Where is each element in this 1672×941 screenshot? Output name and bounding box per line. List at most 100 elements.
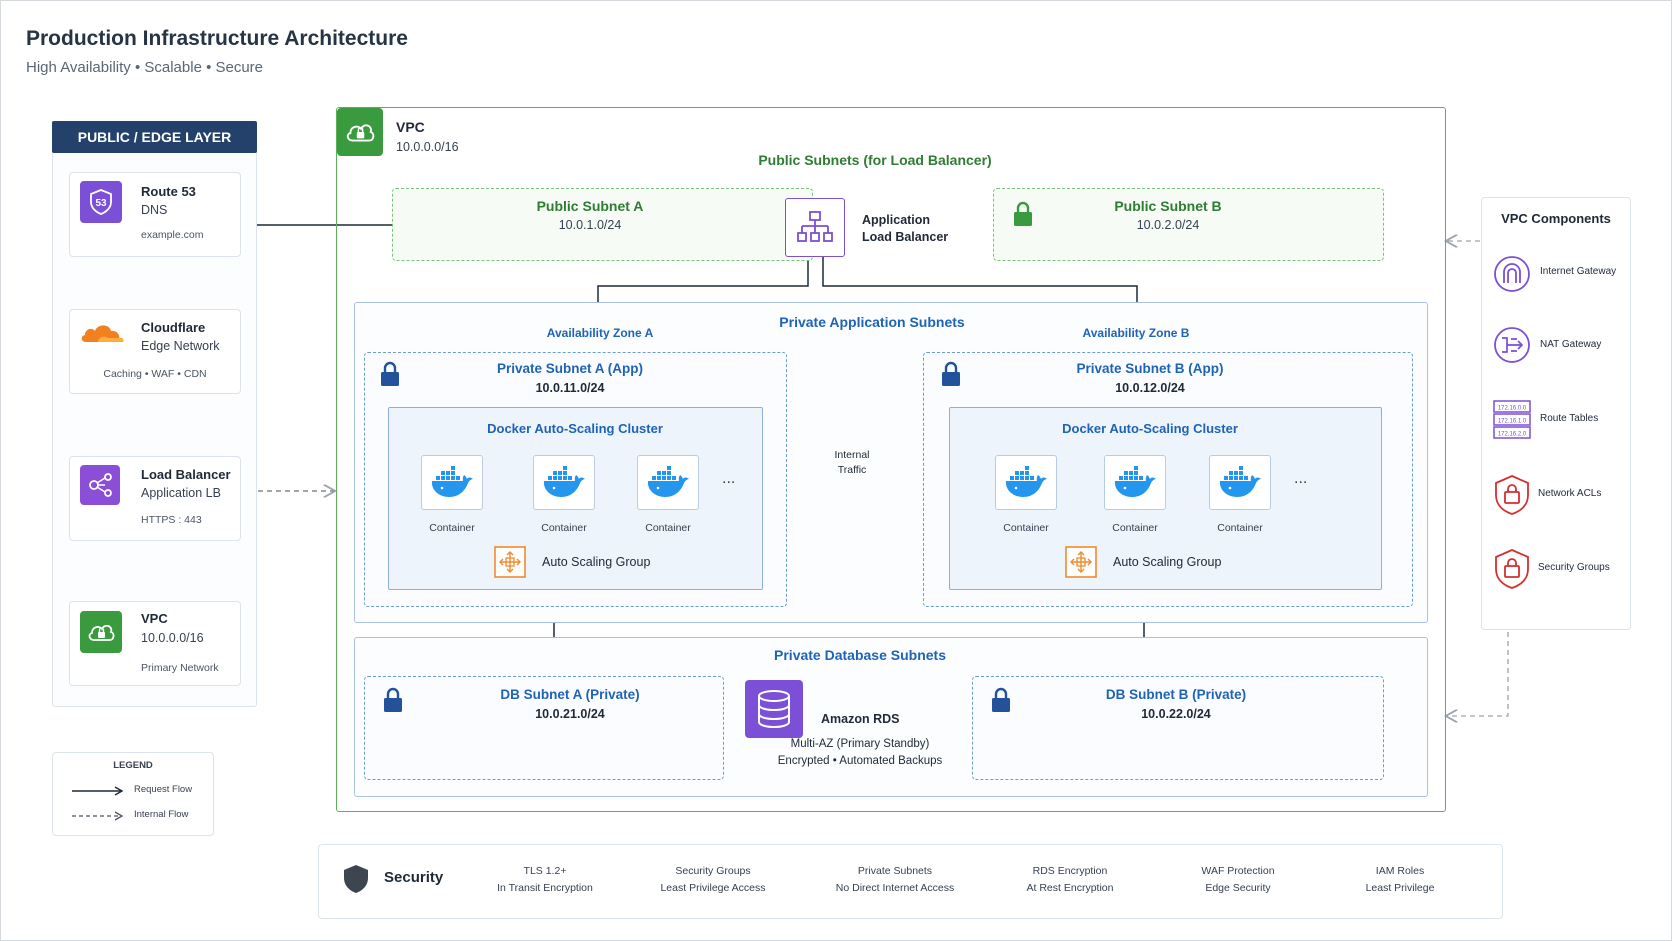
container-b1[interactable] <box>995 455 1057 510</box>
private-subnet-b-cidr: 10.0.12.0/24 <box>1115 381 1185 395</box>
public-subnet-a[interactable] <box>392 188 813 261</box>
security-item-waf-line1: WAF Protection <box>1201 865 1275 877</box>
container-b3[interactable] <box>1209 455 1271 510</box>
public-subnets-title: Public Subnets (for Load Balancer) <box>758 152 992 168</box>
az-a-label: Availability Zone A <box>546 326 654 340</box>
alb-icon[interactable] <box>785 198 845 257</box>
route-table-row-1: 172.16.0.0 <box>1498 406 1527 412</box>
docker-cluster-b-title: Docker Auto-Scaling Cluster <box>1062 421 1238 436</box>
rds-icon[interactable] <box>745 680 803 738</box>
container-a1-label: Container <box>429 522 475 534</box>
security-item-waf-line2: Edge Security <box>1205 882 1271 894</box>
security-title: Security <box>384 869 444 886</box>
page-title: Production Infrastructure Architecture <box>26 27 408 50</box>
docker-whale-icon <box>542 465 586 500</box>
route53-detail: example.com <box>141 229 204 241</box>
vpc-components-title: VPC Components <box>1501 211 1611 226</box>
asg-b-icon <box>1065 546 1097 578</box>
private-subnet-a-lock-icon <box>381 361 399 386</box>
docker-cluster-a-title: Docker Auto-Scaling Cluster <box>487 421 663 436</box>
asg-b-label: Auto Scaling Group <box>1113 555 1222 569</box>
asg-a-icon <box>494 546 526 578</box>
cloudflare-type: Edge Network <box>141 339 220 353</box>
cloudflare-name: Cloudflare <box>141 320 206 335</box>
shield-icon <box>344 865 368 893</box>
security-item-tls-line1: TLS 1.2+ <box>523 865 567 877</box>
alb-label-line1: Application <box>862 213 931 227</box>
route53-icon: 53 <box>80 181 122 223</box>
vpc-header-icon <box>337 108 383 156</box>
container-a2[interactable] <box>533 455 595 510</box>
edge-panel-title: PUBLIC / EDGE LAYER <box>77 129 232 145</box>
db-subnet-b-lock-icon <box>992 687 1010 712</box>
cloudflare-icon <box>78 318 126 348</box>
docker-whale-icon <box>1113 465 1157 500</box>
container-b2-label: Container <box>1112 522 1158 534</box>
db-subnet-b-name: DB Subnet B (Private) <box>1105 687 1247 702</box>
vpc-card-name: VPC <box>141 611 168 626</box>
route-tables-label: Route Tables <box>1540 413 1599 424</box>
vpc-cloud-lock-icon <box>80 611 122 653</box>
security-item-iam-line1: IAM Roles <box>1375 865 1425 877</box>
internet-gateway-label: Internet Gateway <box>1540 266 1617 277</box>
route53-name: Route 53 <box>141 184 196 199</box>
security-item-private-line2: No Direct Internet Access <box>835 882 955 894</box>
network-acl-label: Network ACLs <box>1538 488 1602 499</box>
security-item-tls: TLS 1.2+ In Transit Encryption <box>480 863 610 897</box>
db-subnet-a-cidr: 10.0.21.0/24 <box>535 707 605 721</box>
legend-internal-arrow <box>72 811 124 821</box>
vpc-container <box>336 107 1446 812</box>
more-containers-b: ... <box>1294 470 1308 487</box>
public-subnet-a-name: Public Subnet A <box>536 198 644 214</box>
nat-gateway-label: NAT Gateway <box>1540 339 1602 350</box>
container-a3[interactable] <box>637 455 699 510</box>
security-item-rds-line1: RDS Encryption <box>1032 865 1108 877</box>
vpc-title: VPC <box>396 119 425 135</box>
cloudflare-card[interactable] <box>69 309 241 394</box>
rds-line2: Encrypted • Automated Backups <box>777 755 943 767</box>
rds-name: Amazon RDS <box>821 712 900 726</box>
container-b1-label: Container <box>1003 522 1049 534</box>
container-a1[interactable] <box>421 455 483 510</box>
db-subnet-a-lock-icon <box>384 687 402 712</box>
route-table-row-2: 172.16.1.0 <box>1498 419 1527 425</box>
rds-line1: Multi-AZ (Primary Standby) <box>790 738 930 750</box>
security-bar <box>318 844 1503 919</box>
db-subnet-b[interactable] <box>972 676 1384 780</box>
az-b-label: Availability Zone B <box>1082 326 1190 340</box>
edge-panel-header: PUBLIC / EDGE LAYER <box>52 121 257 153</box>
cloudflare-detail: Caching • WAF • CDN <box>103 368 207 380</box>
security-item-sg: Security Groups Least Privilege Access <box>643 863 783 897</box>
public-subnet-b[interactable] <box>993 188 1384 261</box>
asg-a-label: Auto Scaling Group <box>542 555 651 569</box>
container-a3-label: Container <box>645 522 691 534</box>
nat-gateway-icon <box>1493 326 1531 364</box>
private-subnet-b-name: Private Subnet B (App) <box>1076 361 1224 376</box>
public-subnet-b-name: Public Subnet B <box>1114 198 1222 214</box>
db-subnet-a-name: DB Subnet A (Private) <box>500 687 640 702</box>
security-item-sg-line2: Least Privilege Access <box>660 882 766 894</box>
legend-request-arrow <box>72 786 124 796</box>
private-subnet-a-name: Private Subnet A (App) <box>496 361 643 376</box>
public-subnet-b-lock-icon <box>1014 201 1032 226</box>
load-balancer-icon <box>80 465 120 505</box>
container-b2[interactable] <box>1104 455 1166 510</box>
load-balancer-type: Application LB <box>141 486 221 500</box>
security-item-sg-line1: Security Groups <box>675 865 751 877</box>
page-subtitle: High Availability • Scalable • Secure <box>26 59 264 76</box>
legend-title: LEGEND <box>113 760 153 771</box>
security-item-private-line1: Private Subnets <box>857 865 933 877</box>
route-table-row-3: 172.16.2.0 <box>1498 432 1527 438</box>
security-item-iam-line2: Least Privilege <box>1365 882 1435 894</box>
legend-internal-label: Internal Flow <box>134 809 189 820</box>
db-subnet-a[interactable] <box>364 676 724 780</box>
private-subnet-b-lock-icon <box>942 361 960 386</box>
vpc-card-detail: Primary Network <box>141 662 219 674</box>
private-app-subnets-title: Private Application Subnets <box>779 314 965 330</box>
route-tables-icon: 172.16.0.0 172.16.1.0 172.16.2.0 <box>1493 400 1531 440</box>
internal-traffic-label-1: Internal <box>834 449 870 461</box>
private-subnet-a-cidr: 10.0.11.0/24 <box>535 381 605 395</box>
load-balancer-detail: HTTPS : 443 <box>141 514 202 526</box>
alb-label-line2: Load Balancer <box>862 230 949 244</box>
route53-icon-text: 53 <box>95 198 107 209</box>
